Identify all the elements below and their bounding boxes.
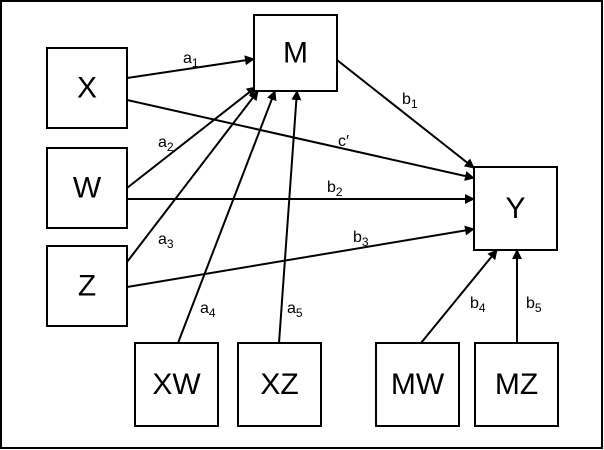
edge-label-subscript: 1 <box>411 97 418 111</box>
edge-a3: a3 <box>126 90 259 263</box>
node-label: X <box>77 72 97 105</box>
edge-label-symbol: b <box>470 295 479 312</box>
edge-arrow <box>126 99 475 181</box>
node-m: M <box>253 14 338 92</box>
node-box <box>474 342 559 427</box>
edge-label: a4 <box>200 300 216 320</box>
node-label: XW <box>152 368 201 401</box>
node-label: MW <box>391 368 445 401</box>
node-box <box>46 47 128 129</box>
node-box <box>473 166 558 251</box>
node-box <box>375 342 460 427</box>
edge-label: c′ <box>338 133 349 150</box>
edge-label-subscript: 3 <box>362 235 369 249</box>
edge-b3: b3 <box>126 225 475 288</box>
edge-label: a5 <box>287 300 303 320</box>
node-box <box>253 14 338 92</box>
edge-label-subscript: 3 <box>167 237 174 251</box>
edge-b4: b4 <box>420 249 498 344</box>
node-xz: XZ <box>237 342 322 427</box>
edge-a1: a1 <box>126 50 255 79</box>
edge-label-subscript: 5 <box>296 306 303 320</box>
edge-arrow <box>278 90 302 344</box>
edge-arrow <box>126 86 257 189</box>
edge-arrow <box>177 90 277 344</box>
edge-label-symbol: b <box>327 179 336 196</box>
node-x: X <box>46 47 128 129</box>
node-mw: MW <box>375 342 460 427</box>
edge-label-subscript: 2 <box>167 140 174 154</box>
node-label: MZ <box>495 368 538 401</box>
edge-label: b4 <box>470 295 486 315</box>
edge-label: a1 <box>183 50 199 70</box>
edge-a4: a4 <box>177 90 277 344</box>
edge-a2: a2 <box>126 86 257 189</box>
edge-arrow <box>420 249 498 344</box>
edge-arrow <box>126 90 259 263</box>
edge-b1: b1 <box>336 59 475 169</box>
node-label: M <box>283 37 308 70</box>
node-y: Y <box>473 166 558 251</box>
edge-label-subscript: 4 <box>479 301 486 315</box>
edge-arrow <box>126 55 255 79</box>
node-label: XZ <box>260 368 298 401</box>
edge-arrow <box>126 225 475 288</box>
node-mz: MZ <box>474 342 559 427</box>
node-xw: XW <box>134 342 219 427</box>
edge-a5: a5 <box>278 90 303 344</box>
edge-label-symbol: a <box>158 231 167 248</box>
node-w: W <box>46 147 128 229</box>
edge-label-subscript: 1 <box>192 56 199 70</box>
edge-label: b5 <box>526 295 542 315</box>
node-box <box>237 342 322 427</box>
edge-b2: b2 <box>127 179 475 204</box>
edge-label-symbol: b <box>526 295 535 312</box>
edge-label: a2 <box>158 134 174 154</box>
node-label: W <box>73 172 102 205</box>
edge-label-symbol: a <box>200 300 209 317</box>
node-box <box>46 245 128 327</box>
edge-label: b2 <box>327 179 343 199</box>
node-label: Z <box>78 270 96 303</box>
edge-label-subscript: 2 <box>336 185 343 199</box>
edge-label: a3 <box>158 231 174 251</box>
edge-label-symbol: b <box>402 91 411 108</box>
edge-c: c′ <box>126 99 475 181</box>
edge-label-symbol: b <box>353 229 362 246</box>
node-box <box>134 342 219 427</box>
edge-label-symbol: c′ <box>338 133 349 150</box>
edge-label: b1 <box>402 91 418 111</box>
edge-arrow <box>336 59 475 169</box>
node-z: Z <box>46 245 128 327</box>
edge-label-subscript: 5 <box>535 301 542 315</box>
edge-label: b3 <box>353 229 369 249</box>
edge-label-symbol: a <box>158 134 167 151</box>
node-box <box>46 147 128 229</box>
edge-label-symbol: a <box>183 50 192 67</box>
edge-label-symbol: a <box>287 300 296 317</box>
node-label: Y <box>505 192 525 225</box>
edge-label-subscript: 4 <box>209 306 216 320</box>
edge-b5: b5 <box>512 249 542 343</box>
